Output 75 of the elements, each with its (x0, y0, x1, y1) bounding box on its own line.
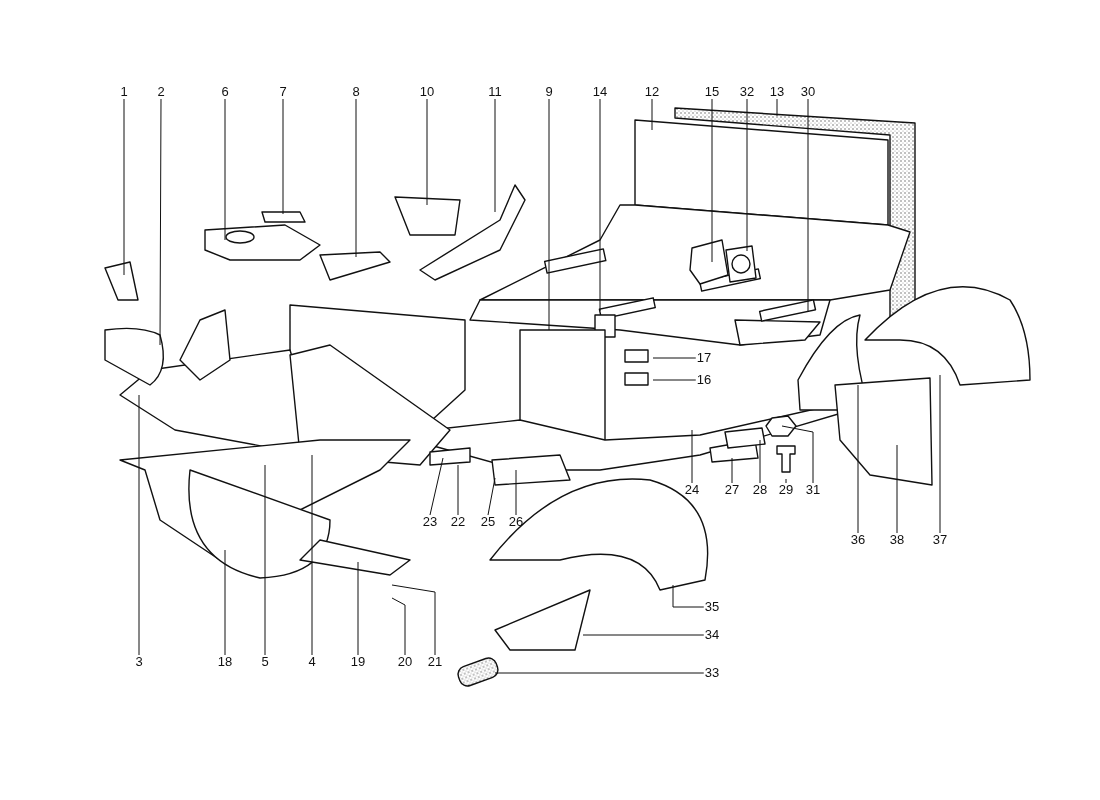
callout-number: 17 (695, 351, 713, 365)
callout-number: 38 (888, 533, 906, 547)
callout-number: 21 (426, 655, 444, 669)
leader-line (582, 634, 705, 636)
callout-number: 37 (931, 533, 949, 547)
leader-line (282, 98, 284, 215)
leader-line (224, 98, 226, 241)
callout-number: 26 (507, 515, 525, 529)
callout-number: 25 (479, 515, 497, 529)
callout-number: 20 (396, 655, 414, 669)
leader-line (939, 374, 941, 534)
leader-line (357, 561, 359, 656)
leader-line (785, 478, 787, 484)
callout-number: 24 (683, 483, 701, 497)
leader-line (652, 379, 697, 381)
leader-line (224, 549, 226, 656)
callout-number: 15 (703, 85, 721, 99)
callout-number: 7 (278, 85, 288, 99)
leader-line (494, 98, 496, 213)
leader-line (457, 464, 459, 516)
callout-number: 2 (156, 85, 166, 99)
callout-number: 14 (591, 85, 609, 99)
callout-number: 19 (349, 655, 367, 669)
callout-number: 13 (768, 85, 786, 99)
leader-line (515, 469, 517, 516)
callout-number: 11 (487, 85, 503, 99)
leader-line (759, 439, 761, 484)
leader-line (691, 429, 693, 484)
callout-number: 12 (643, 85, 661, 99)
callout-number: 30 (799, 85, 817, 99)
callout-number: 16 (695, 373, 713, 387)
callout-number: 18 (216, 655, 234, 669)
leader-line (776, 98, 778, 117)
leader-line (311, 454, 313, 656)
leader-line (429, 457, 444, 516)
callout-number: 35 (703, 600, 721, 614)
callout-number: 31 (804, 483, 822, 497)
leader-line (391, 597, 406, 656)
leader-line (494, 672, 705, 674)
leader-line (651, 98, 653, 131)
leader-line (159, 98, 162, 346)
leader-line (672, 584, 705, 608)
callout-number: 32 (738, 85, 756, 99)
leader-line (857, 384, 859, 534)
callout-number: 29 (777, 483, 795, 497)
callout-number: 23 (421, 515, 439, 529)
leader-line (896, 444, 898, 534)
leader-line (652, 357, 697, 359)
leader-line (123, 98, 125, 276)
callout-number: 3 (134, 655, 144, 669)
leader-line (138, 394, 140, 656)
leader-line (426, 98, 428, 206)
callout-number: 28 (751, 483, 769, 497)
callout-number: 9 (544, 85, 554, 99)
callout-number: 8 (351, 85, 361, 99)
callout-number: 33 (703, 666, 721, 680)
leader-line (731, 457, 733, 484)
leader-line (781, 425, 814, 484)
leader-line (599, 98, 601, 312)
leader-line (746, 98, 748, 252)
callout-number: 4 (307, 655, 317, 669)
callout-number: 34 (703, 628, 721, 642)
leader-line (391, 584, 436, 656)
callout-number: 1 (119, 85, 129, 99)
callout-number: 36 (849, 533, 867, 547)
leader-line (264, 464, 266, 656)
callout-number: 6 (220, 85, 230, 99)
callout-number: 10 (418, 85, 436, 99)
callout-number: 22 (449, 515, 467, 529)
leader-line (548, 98, 550, 331)
leader-line (487, 477, 496, 516)
callout-number: 5 (260, 655, 270, 669)
leader-line (711, 98, 713, 263)
leader-line (355, 98, 357, 258)
callout-number: 27 (723, 483, 741, 497)
